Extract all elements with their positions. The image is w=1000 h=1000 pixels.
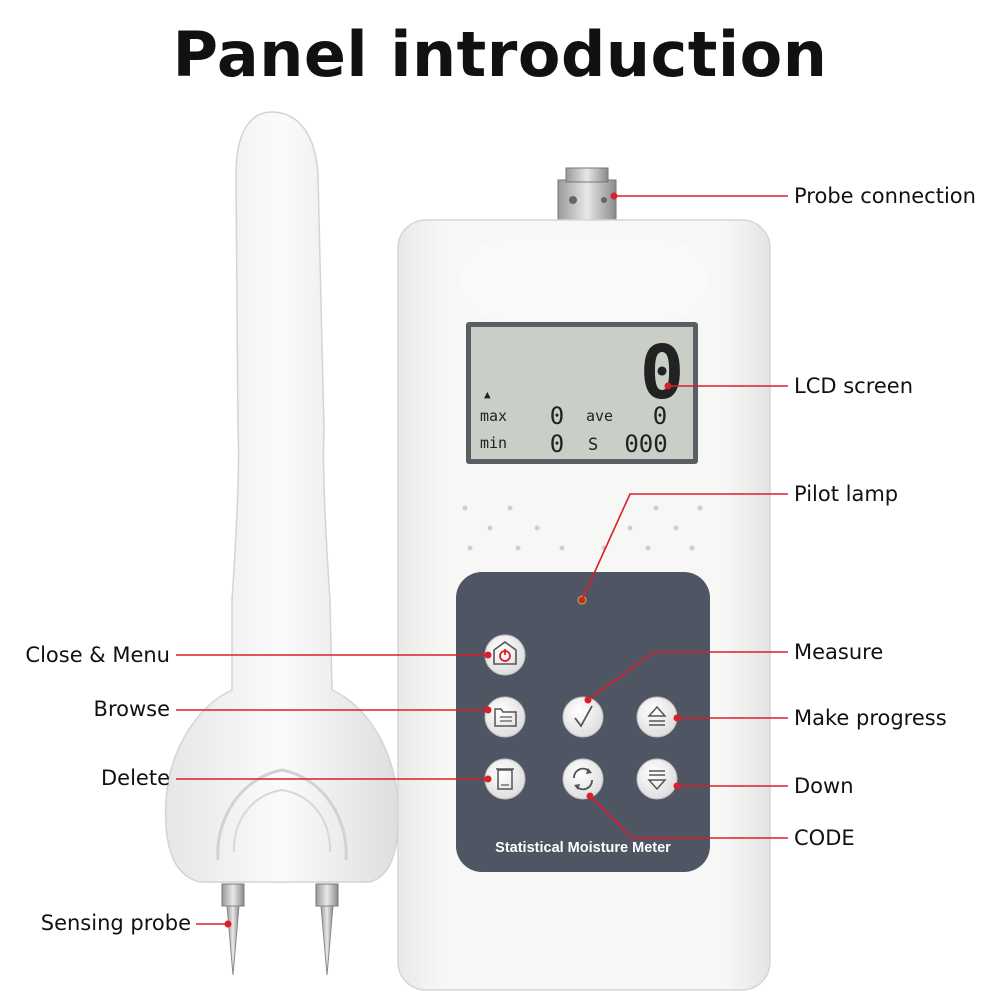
lcd-screen <box>471 327 693 459</box>
leader-dots <box>224 192 681 928</box>
down-triangle-icon <box>647 770 667 791</box>
check-icon <box>574 705 593 728</box>
label-code: CODE <box>794 826 855 850</box>
make-progress-button[interactable] <box>636 696 678 738</box>
label-browse: Browse <box>93 697 170 721</box>
label-close-menu: Close & Menu <box>25 643 170 667</box>
label-lcd-screen: LCD screen <box>794 374 914 398</box>
up-triangle-icon <box>647 705 667 726</box>
folder-icon <box>494 708 517 727</box>
refresh-icon <box>573 767 593 791</box>
measure-button[interactable] <box>562 696 604 738</box>
code-button[interactable] <box>562 758 604 800</box>
trash-icon <box>496 768 514 790</box>
leader-lines <box>176 195 788 925</box>
close-menu-button[interactable] <box>484 634 526 676</box>
label-delete: Delete <box>101 766 170 790</box>
probe-connector <box>557 167 617 223</box>
delete-button[interactable] <box>484 758 526 800</box>
browse-button[interactable] <box>484 696 526 738</box>
label-measure: Measure <box>794 640 884 664</box>
power-icon <box>493 641 517 665</box>
label-down: Down <box>794 774 854 798</box>
label-make-progress: Make progress <box>794 706 947 730</box>
label-sensing-probe: Sensing probe <box>40 911 191 935</box>
label-probe-connection: Probe connection <box>794 184 976 208</box>
label-pilot-lamp: Pilot lamp <box>794 482 899 506</box>
page-title: Panel introduction <box>172 18 828 91</box>
down-button[interactable] <box>636 758 678 800</box>
